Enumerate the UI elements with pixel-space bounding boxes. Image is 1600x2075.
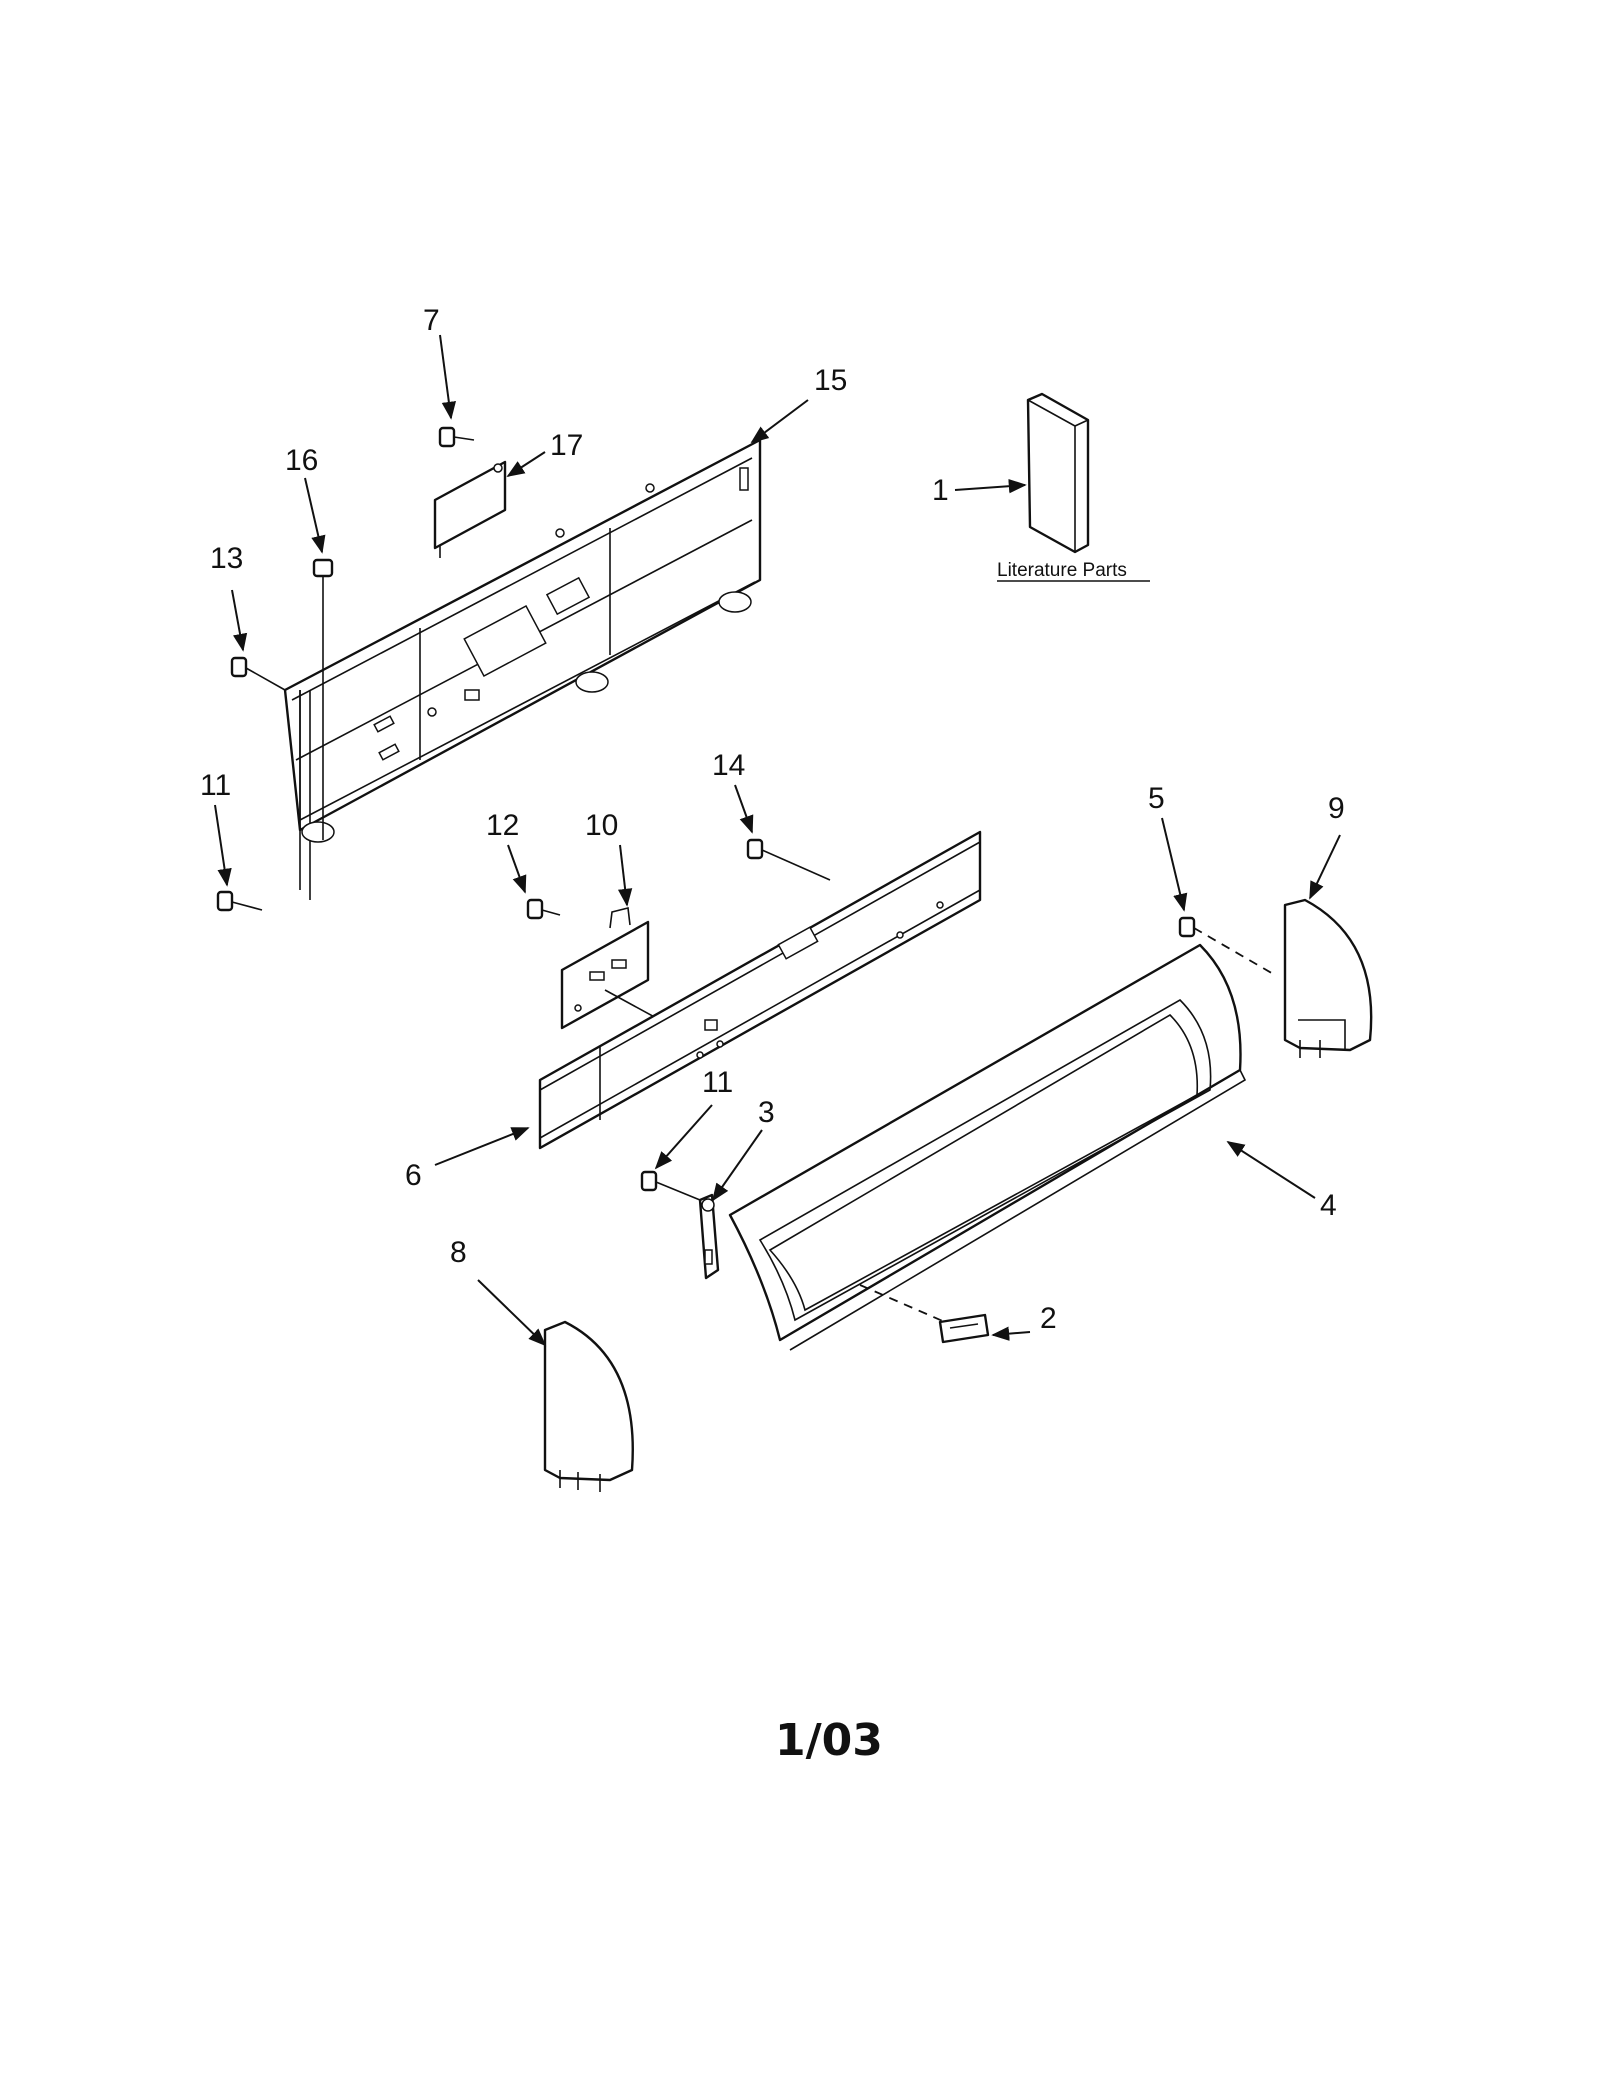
part-3-bracket	[698, 1193, 720, 1280]
part-17-plate	[433, 460, 507, 558]
screw-5	[1178, 916, 1276, 976]
leader-lines	[214, 334, 1341, 1347]
callout-13: 13	[210, 542, 243, 575]
callout-6: 6	[405, 1159, 422, 1192]
callout-1: 1	[932, 474, 949, 507]
part-4-front-panel	[728, 943, 1247, 1351]
part-10-board	[560, 907, 661, 1030]
callout-2: 2	[1040, 1302, 1057, 1335]
callout-11-upper: 11	[200, 769, 231, 802]
callout-3: 3	[758, 1096, 775, 1129]
part-2-switch	[938, 1313, 990, 1344]
screw-11-upper	[216, 890, 263, 912]
callout-16: 16	[285, 444, 318, 477]
footer-code: 1/03	[775, 1715, 883, 1766]
literature-parts-text: Literature Parts	[997, 560, 1127, 581]
screw-16	[312, 558, 334, 840]
screw-11-lower	[640, 1170, 701, 1201]
screw-7	[438, 426, 475, 448]
screw-14	[746, 838, 831, 881]
screw-12	[526, 898, 561, 920]
part-15-rear-panel	[283, 438, 762, 900]
callout-11-lower: 11	[702, 1066, 733, 1099]
callout-5: 5	[1148, 782, 1165, 815]
screw-13	[230, 656, 286, 691]
callout-labels: 7 15 17 16 1 13 11 14 12 10 5 9 11 3 6 4…	[200, 304, 1345, 1335]
callout-10: 10	[585, 809, 618, 842]
part-9-endcap-right	[1283, 898, 1373, 1058]
callout-8: 8	[450, 1236, 467, 1269]
literature-label: Literature Parts	[997, 560, 1150, 582]
callout-9: 9	[1328, 792, 1345, 825]
callout-14: 14	[712, 749, 745, 782]
callout-7: 7	[423, 304, 440, 337]
part-8-endcap-left	[543, 1320, 634, 1492]
part-1-literature	[1026, 392, 1090, 554]
callout-17: 17	[550, 429, 583, 462]
callout-12: 12	[486, 809, 519, 842]
callout-15: 15	[814, 364, 847, 397]
part-6-channel	[538, 830, 982, 1150]
callout-4: 4	[1320, 1189, 1337, 1222]
